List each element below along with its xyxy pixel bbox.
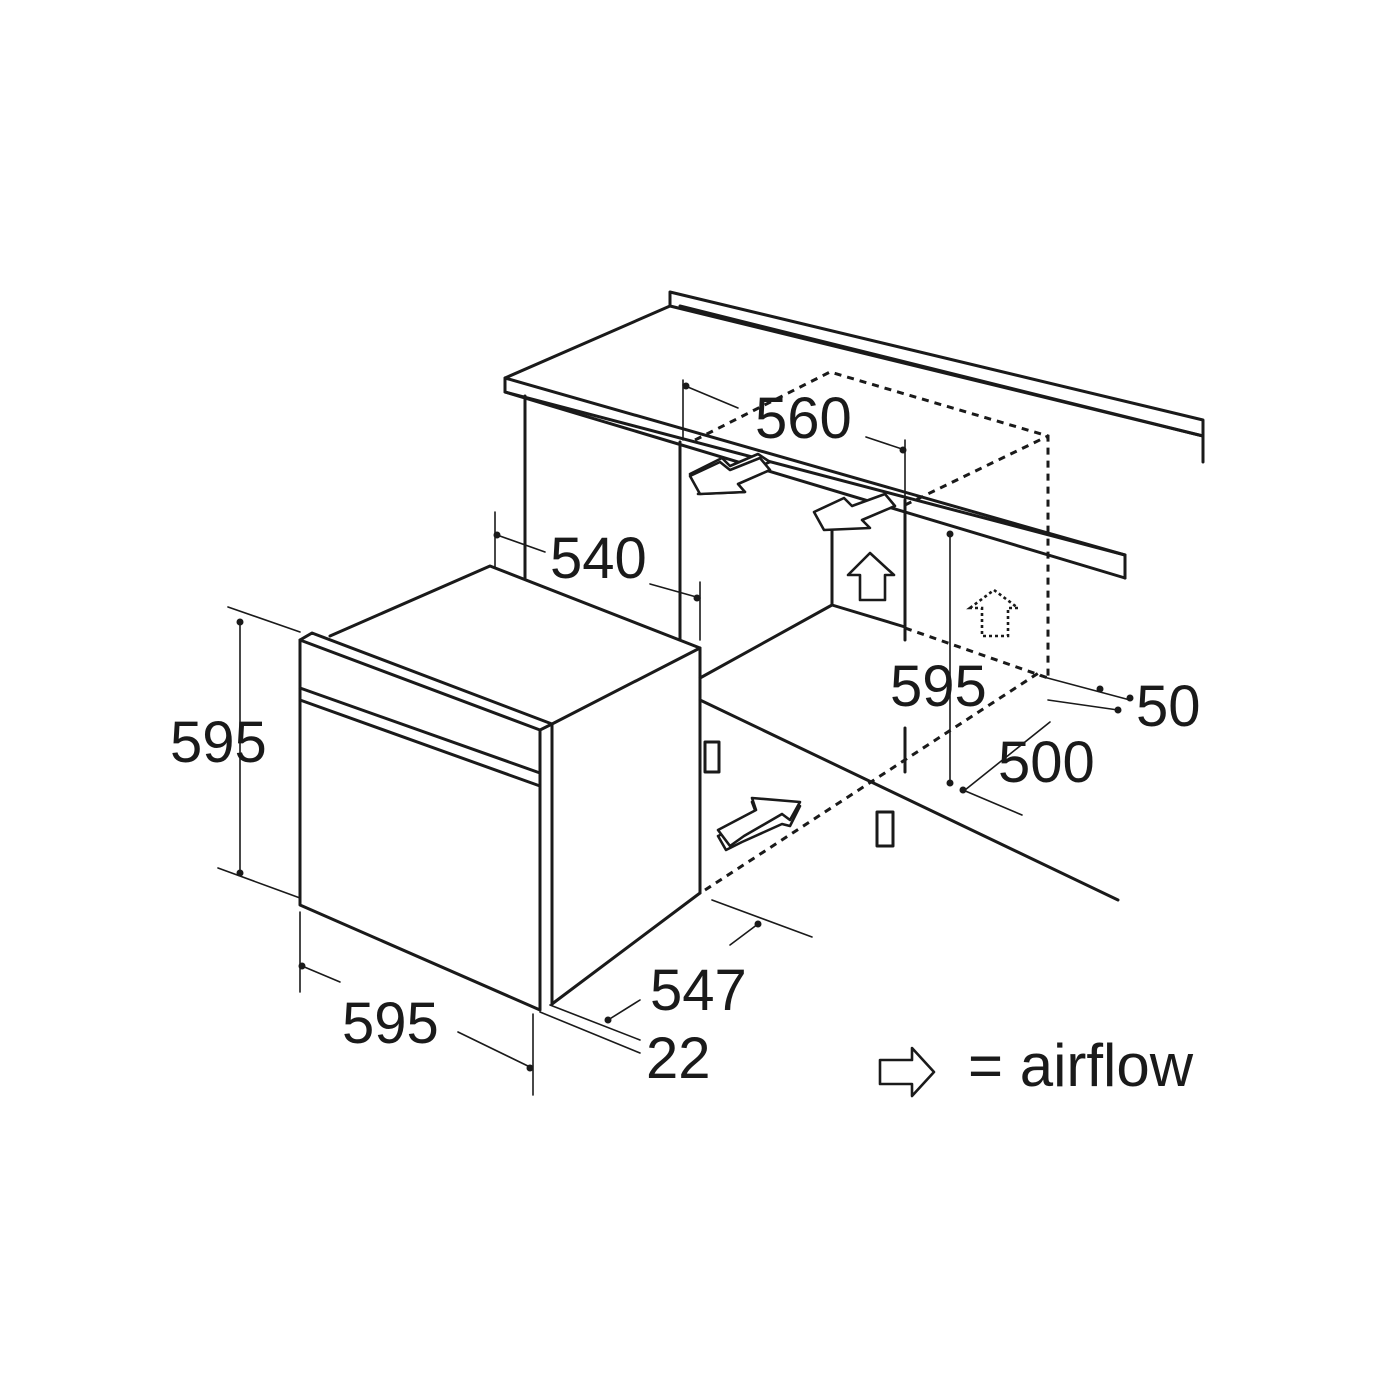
legend: = airflow	[878, 1032, 1194, 1099]
airflow-arrow-icon	[716, 796, 802, 848]
dimension-labels: 560 540 595 50 500 595 595 547 22	[170, 386, 1201, 1091]
airflow-arrow-icon	[688, 456, 772, 496]
label-door-thickness: 22	[646, 1026, 711, 1091]
label-cabinet-depth: 500	[998, 730, 1095, 795]
legend-text: = airflow	[968, 1032, 1194, 1099]
label-rear-gap: 50	[1136, 674, 1201, 739]
airflow-arrow-icon	[846, 551, 896, 602]
label-oven-height: 595	[170, 710, 267, 775]
worktop	[503, 290, 1205, 580]
airflow-legend-icon	[878, 1046, 936, 1098]
label-cabinet-depth-top: 540	[550, 526, 647, 591]
airflow-arrows	[688, 452, 1022, 852]
label-oven-width: 595	[342, 991, 439, 1056]
cabinet-foot-left	[703, 740, 721, 774]
label-oven-depth: 547	[650, 958, 747, 1023]
cabinet-foot-right	[875, 810, 895, 848]
cabinet-niche	[523, 370, 1120, 902]
oven	[298, 564, 702, 1012]
label-cabinet-height: 595	[890, 654, 987, 719]
label-cabinet-width: 560	[755, 386, 852, 451]
dimension-lines	[217, 379, 1134, 1096]
airflow-arrow-icon	[812, 492, 897, 532]
airflow-arrow-icon	[966, 588, 1022, 638]
